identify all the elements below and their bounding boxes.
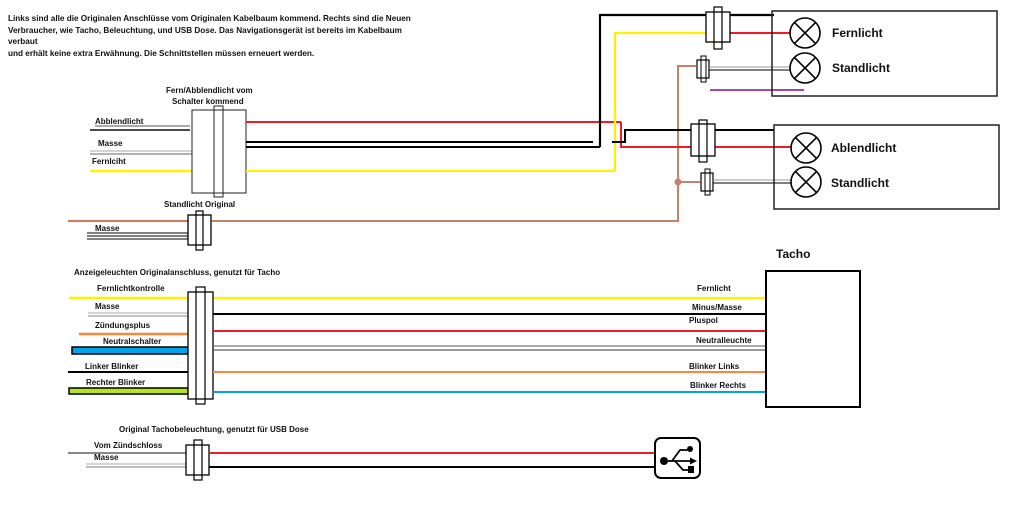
standlicht-title: Standlicht Original [164, 200, 235, 209]
usb-connector-body [185, 444, 210, 476]
usb-connector-pin [193, 439, 203, 481]
tacho-section-title: Anzeigeleuchten Originalanschluss, genut… [74, 268, 280, 277]
input-label-masse: Masse [98, 139, 123, 148]
tacho-input-label-1: Masse [95, 302, 120, 311]
connector-bottom-abblend-pin [698, 119, 708, 163]
tacho-output-label-5: Blinker Rechts [690, 381, 747, 390]
tacho-input-label-2: Zündungsplus [95, 321, 151, 330]
connector-bottom-abblend [690, 123, 716, 157]
connector-top-fern-pin [713, 6, 723, 50]
input-label-fernlicht: Fernlciht [92, 157, 126, 166]
lamp-box-bottom-frame [773, 124, 1000, 210]
lamp-label-standlicht-bottom: Standlicht [831, 176, 889, 190]
intro-line-1: Links sind alle die Originalen Anschlüss… [8, 14, 411, 23]
tacho-connector-pin [195, 286, 206, 405]
standlicht-section: Standlicht Original Masse [87, 200, 235, 251]
lamp-icon [789, 17, 821, 49]
standlicht-connector-body [187, 214, 212, 246]
usb-input-label-0: Vom Zündschloss [94, 441, 163, 450]
tacho-input-label-5: Rechter Blinker [86, 378, 145, 387]
tacho-input-wire-neutralschalter [71, 346, 189, 355]
lamp-label-fernlicht: Fernlicht [832, 26, 883, 40]
lamp-box-bottom: Ablendlicht Standlicht [773, 124, 1000, 210]
usb-section: Original Tachobeleuchtung, genutzt für U… [68, 425, 701, 481]
standlicht-connector-pin [195, 210, 204, 251]
switch-connector-pin [213, 105, 224, 198]
usb-section-title: Original Tachobeleuchtung, genutzt für U… [119, 425, 309, 434]
wire-brown-standlicht [212, 65, 696, 222]
connector-top-stand-pin [700, 55, 707, 83]
switch-title-line2: Schalter kommend [172, 97, 244, 106]
junction-dot [674, 178, 682, 186]
lamp-icon [790, 132, 822, 164]
tacho-section: Anzeigeleuchten Originalanschluss, genut… [68, 247, 861, 408]
tacho-input-label-3: Neutralschalter [103, 337, 161, 346]
lamp-box-top-frame [771, 10, 998, 97]
connector-bottom-stand-pin [704, 168, 711, 196]
tacho-input-wire-rechter-blinker [68, 387, 189, 395]
tacho-device-title: Tacho [776, 247, 810, 261]
connector-top-stand [696, 59, 710, 79]
wire-black-to-bottom [612, 129, 694, 143]
switch-title-line1: Fern/Abblendlicht vom [166, 86, 253, 95]
lamp-icon [789, 52, 821, 84]
intro-line-2: Verbraucher, wie Tacho, Beleuchtung, und… [8, 25, 402, 47]
lamp-label-standlicht-top: Standlicht [832, 61, 890, 75]
tacho-output-label-4: Blinker Links [689, 362, 740, 371]
connector-top-fern [705, 11, 731, 43]
intro-line-3: und erhält keine extra Erwähnung. Die Sc… [8, 48, 315, 58]
wire-yellow-to-top [613, 31, 706, 171]
usb-input-label-1: Masse [94, 453, 119, 462]
routing-bottom [612, 119, 791, 196]
lamp-box-top: Fernlicht Standlicht [771, 10, 998, 97]
routing-top [68, 6, 804, 223]
switch-connector-body [191, 109, 247, 194]
tacho-output-label-2: Pluspol [689, 316, 718, 325]
tacho-output-label-0: Fernlicht [697, 284, 731, 293]
intro-text: Links sind alle die Originalen Anschlüss… [8, 13, 418, 59]
tacho-input-label-4: Linker Blinker [85, 362, 138, 371]
wire-red-to-abblend [620, 122, 694, 148]
lamp-icon [790, 166, 822, 198]
usb-icon [654, 437, 701, 479]
switch-section: Fern/Abblendlicht vom Schalter kommend A… [90, 86, 621, 198]
tacho-output-label-3: Neutralleuchte [696, 336, 752, 345]
tacho-device-box [765, 270, 861, 408]
connector-bottom-stand [700, 172, 714, 192]
wire-black-to-top [598, 13, 710, 147]
input-label-masse-standlicht: Masse [95, 224, 120, 233]
lamp-label-ablendlicht: Ablendlicht [831, 141, 896, 155]
tacho-connector-body [187, 291, 214, 400]
input-label-abblendlicht: Abblendlicht [95, 117, 144, 126]
tacho-output-label-1: Minus/Masse [692, 303, 742, 312]
tacho-input-label-0: Fernlichtkontrolle [97, 284, 165, 293]
